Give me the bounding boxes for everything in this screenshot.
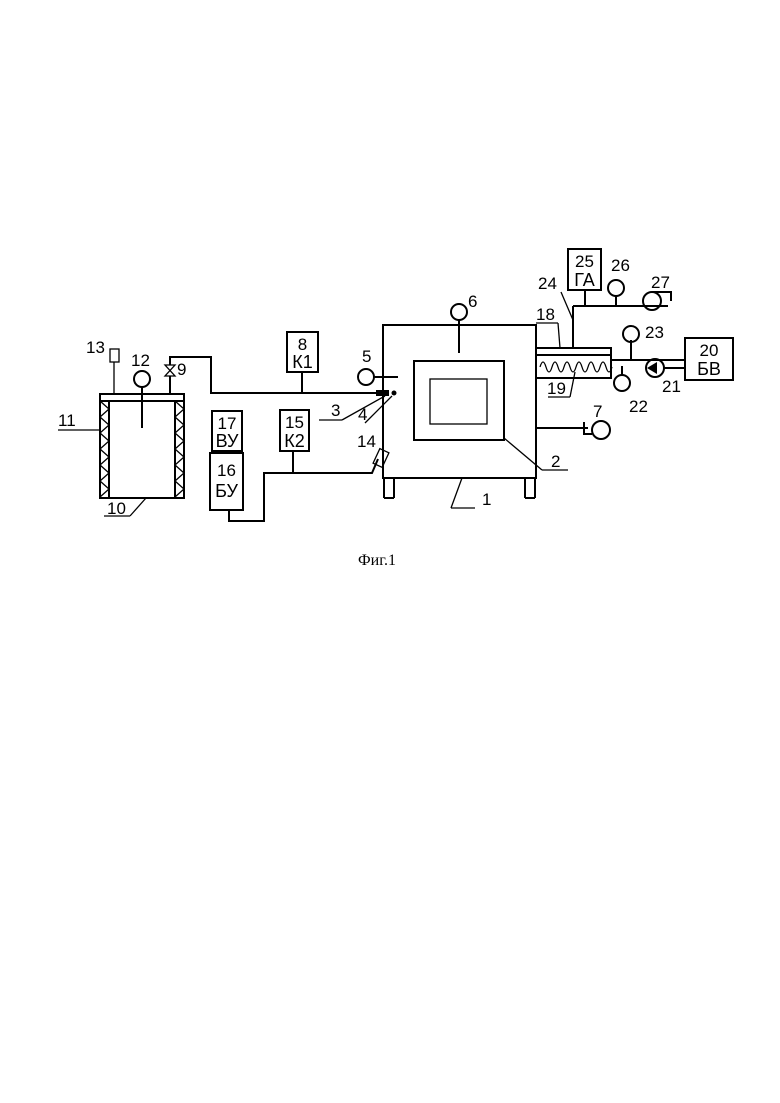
label-13: 13	[86, 338, 105, 357]
label-12: 12	[131, 351, 150, 370]
label-2: 2	[551, 452, 560, 471]
fan-27	[643, 292, 671, 310]
block-20-bv: 20 БВ	[685, 338, 733, 380]
label-27: 27	[651, 273, 670, 292]
valve-9	[165, 357, 380, 394]
label-3: 3	[331, 401, 340, 420]
block-25-number: 25	[575, 252, 594, 271]
block-17-vu: 17 ВУ	[212, 411, 242, 451]
label-24: 24	[538, 274, 557, 293]
block-15-number: 15	[285, 413, 304, 432]
label-7: 7	[593, 402, 602, 421]
gauge-26	[608, 280, 624, 306]
block-8-code: К1	[292, 352, 313, 372]
gauge-22	[614, 375, 630, 391]
label-23: 23	[645, 323, 664, 342]
block-25-code: ГА	[574, 270, 595, 290]
block-15-k2: 15 К2	[280, 410, 309, 473]
gauge-6	[451, 304, 467, 353]
label-4: 4	[358, 405, 367, 424]
fan-7	[536, 421, 610, 439]
pump-21	[646, 359, 664, 377]
label-21: 21	[662, 377, 681, 396]
block-15-code: К2	[284, 431, 305, 451]
label-18: 18	[536, 305, 555, 324]
device-14	[373, 449, 389, 468]
label-10: 10	[107, 499, 126, 518]
block-16-bu: 16 БУ	[210, 453, 243, 510]
block-16-number: 16	[217, 461, 236, 480]
gauge-23	[623, 326, 639, 342]
label-5: 5	[362, 347, 371, 366]
block-20-code: БВ	[697, 359, 721, 379]
block-17-code: ВУ	[216, 431, 239, 451]
block-20-number: 20	[700, 341, 719, 360]
figure-caption: Фиг.1	[358, 552, 396, 569]
label-6: 6	[468, 292, 477, 311]
window-2	[414, 361, 504, 440]
label-11: 11	[58, 411, 76, 430]
block-8-k1: 8 К1	[287, 332, 318, 393]
block-25-ga: 25 ГА	[568, 249, 601, 290]
block-16-code: БУ	[215, 481, 238, 501]
sensor-13	[110, 349, 119, 394]
gauge-12	[134, 371, 150, 428]
gauge-5	[358, 369, 398, 385]
label-14: 14	[357, 432, 376, 451]
label-9: 9	[177, 360, 186, 379]
label-26: 26	[611, 256, 630, 275]
label-22: 22	[629, 397, 648, 416]
label-1: 1	[482, 490, 491, 509]
label-19: 19	[547, 379, 566, 398]
nozzle-3-4	[376, 390, 397, 396]
